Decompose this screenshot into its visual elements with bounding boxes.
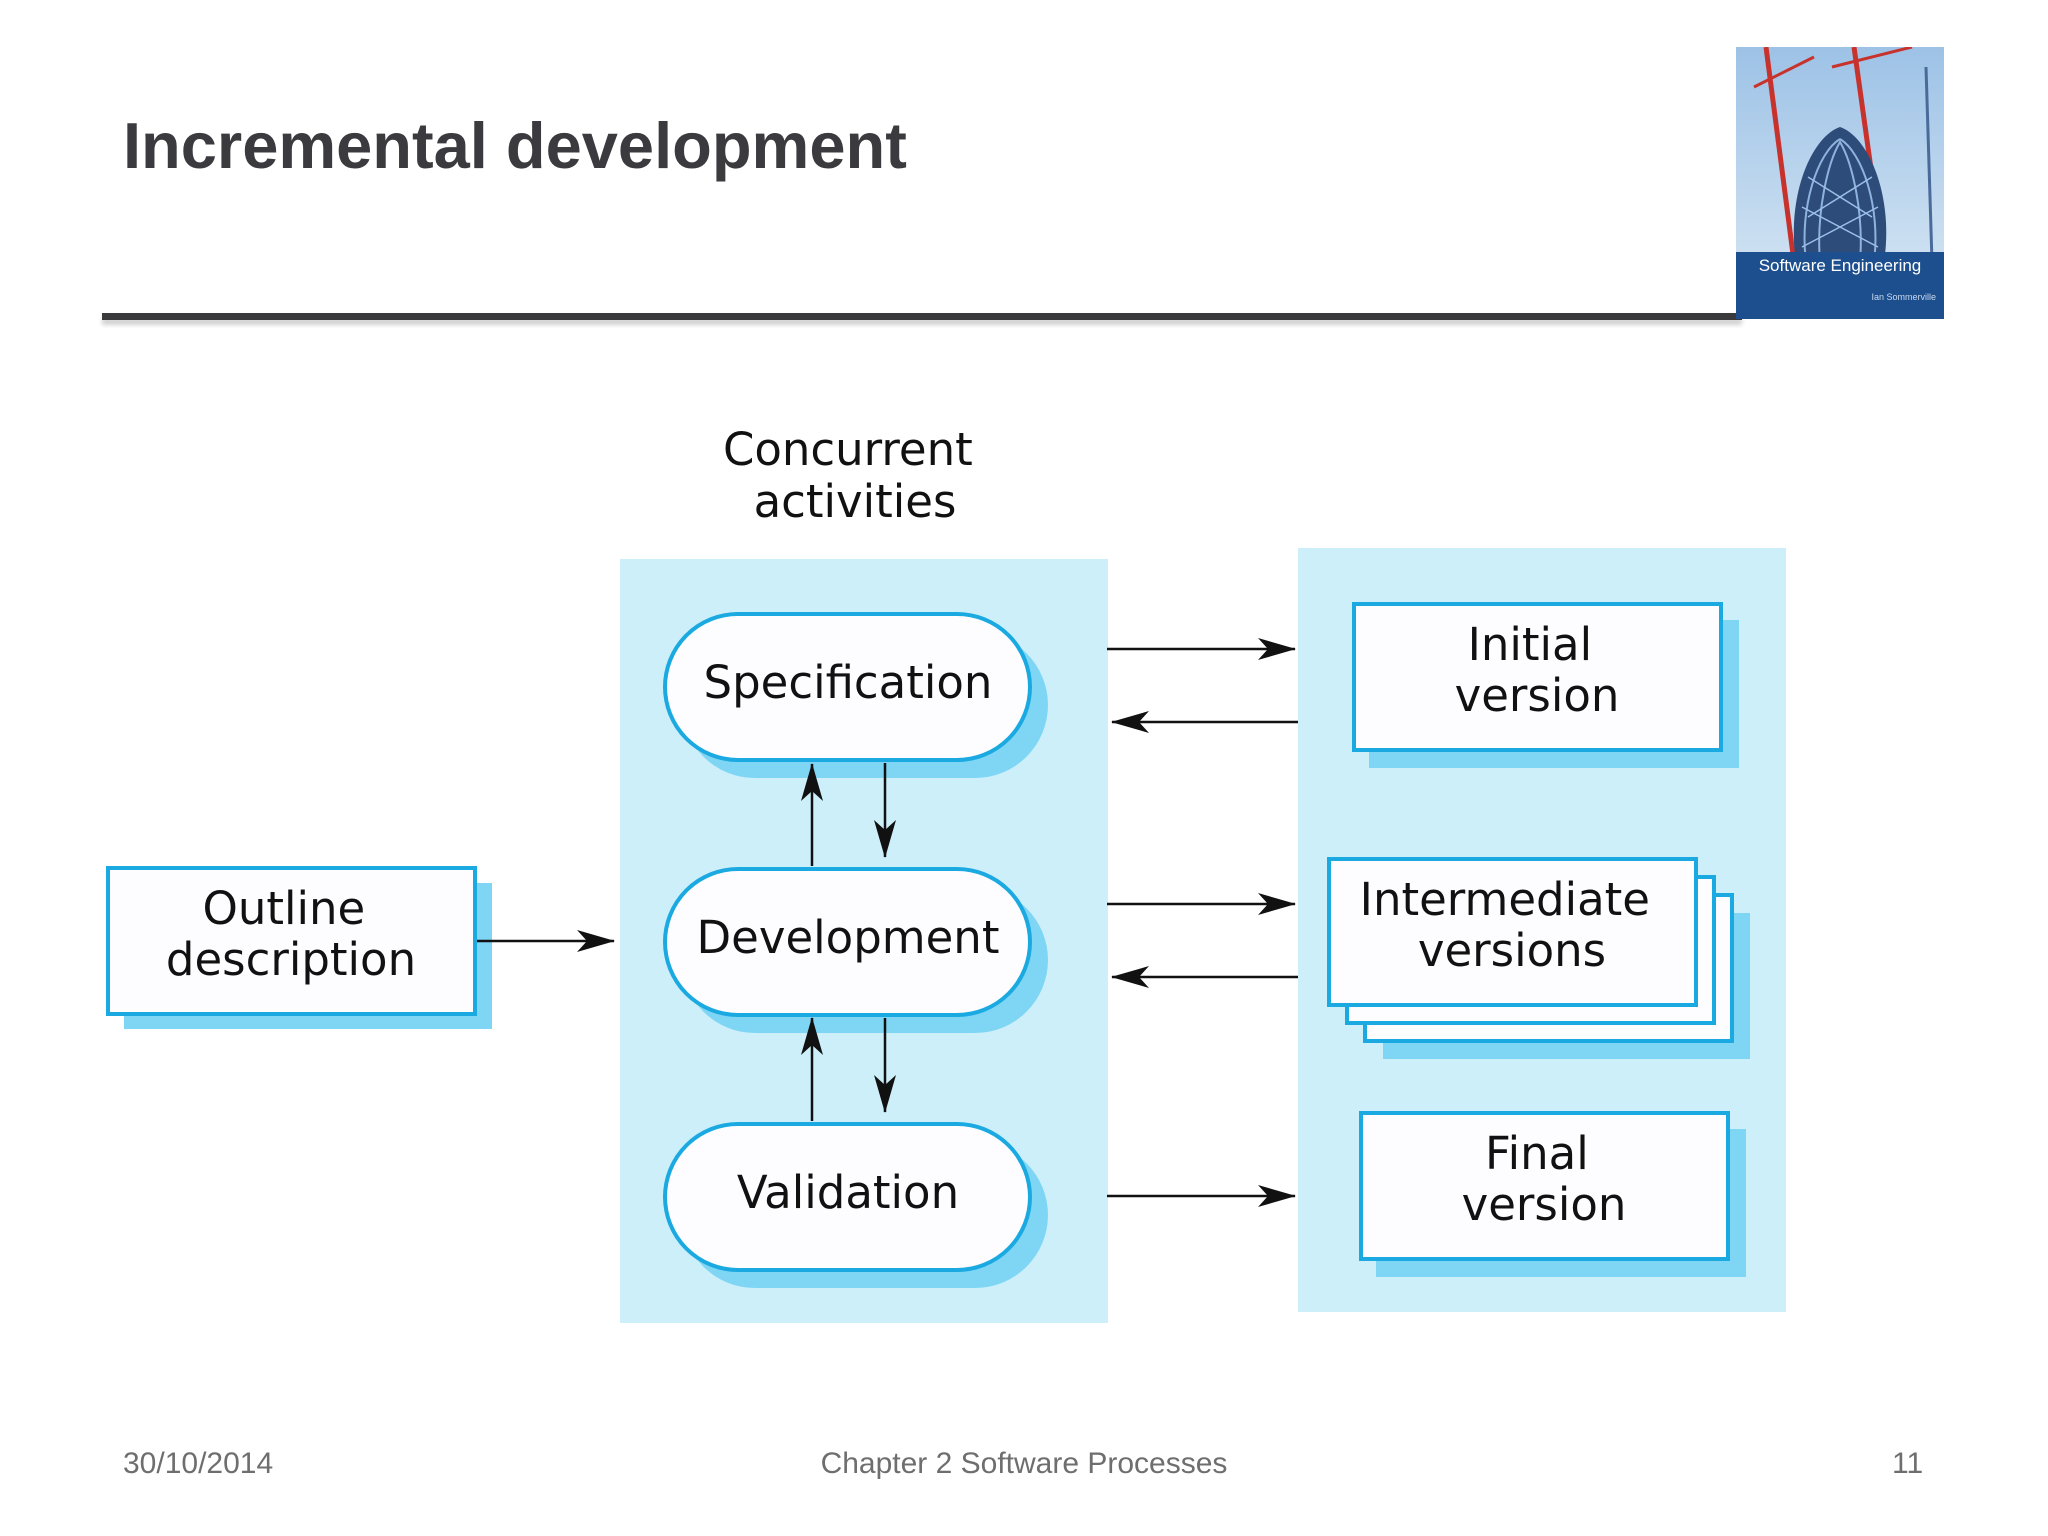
activity-validation: Validation <box>663 1122 1048 1288</box>
intermediate-versions-box: Intermediate versions <box>1327 857 1750 1059</box>
book-cover-image <box>1736 47 1944 319</box>
initial-label-line-1: Initial <box>1468 618 1593 671</box>
concurrent-activities-label: Concurrent activities <box>723 423 987 528</box>
intermediate-label-line-1: Intermediate <box>1360 873 1650 926</box>
outline-label-line-1: Outline <box>202 882 365 935</box>
concurrent-label-line-2: activities <box>754 475 957 528</box>
book-cover-author: Ian Sommerville <box>1871 292 1936 302</box>
intermediate-label-line-2: versions <box>1418 924 1606 977</box>
svg-text:Initial version: Initial version <box>1455 618 1620 722</box>
activity-development: Development <box>663 867 1048 1033</box>
book-cover-caption: Software Engineering <box>1758 256 1922 275</box>
development-label: Development <box>697 911 1000 964</box>
svg-text:Intermediate versions: Intermediate versions <box>1360 873 1665 977</box>
validation-label: Validation <box>737 1166 959 1219</box>
specification-label: Specification <box>704 656 993 709</box>
svg-text:Final version: Final version <box>1462 1127 1627 1231</box>
final-label-line-2: version <box>1462 1178 1627 1231</box>
outline-description-box: Outline description <box>106 866 492 1029</box>
slide-title: Incremental development <box>123 109 907 182</box>
outline-label-line-2: description <box>166 933 416 986</box>
initial-label-line-2: version <box>1455 669 1620 722</box>
title-divider <box>102 313 1742 320</box>
final-label-line-1: Final <box>1485 1127 1589 1180</box>
concurrent-label-line-1: Concurrent <box>723 423 973 476</box>
final-version-box: Final version <box>1359 1111 1746 1277</box>
activity-specification: Specification <box>663 612 1048 778</box>
initial-version-box: Initial version <box>1352 602 1739 768</box>
footer-chapter: Chapter 2 Software Processes <box>820 1447 1228 1480</box>
footer-page-number: 11 <box>1892 1447 1924 1480</box>
footer-date: 30/10/2014 <box>123 1447 274 1480</box>
svg-text:Outline description: Outline description <box>166 882 416 986</box>
